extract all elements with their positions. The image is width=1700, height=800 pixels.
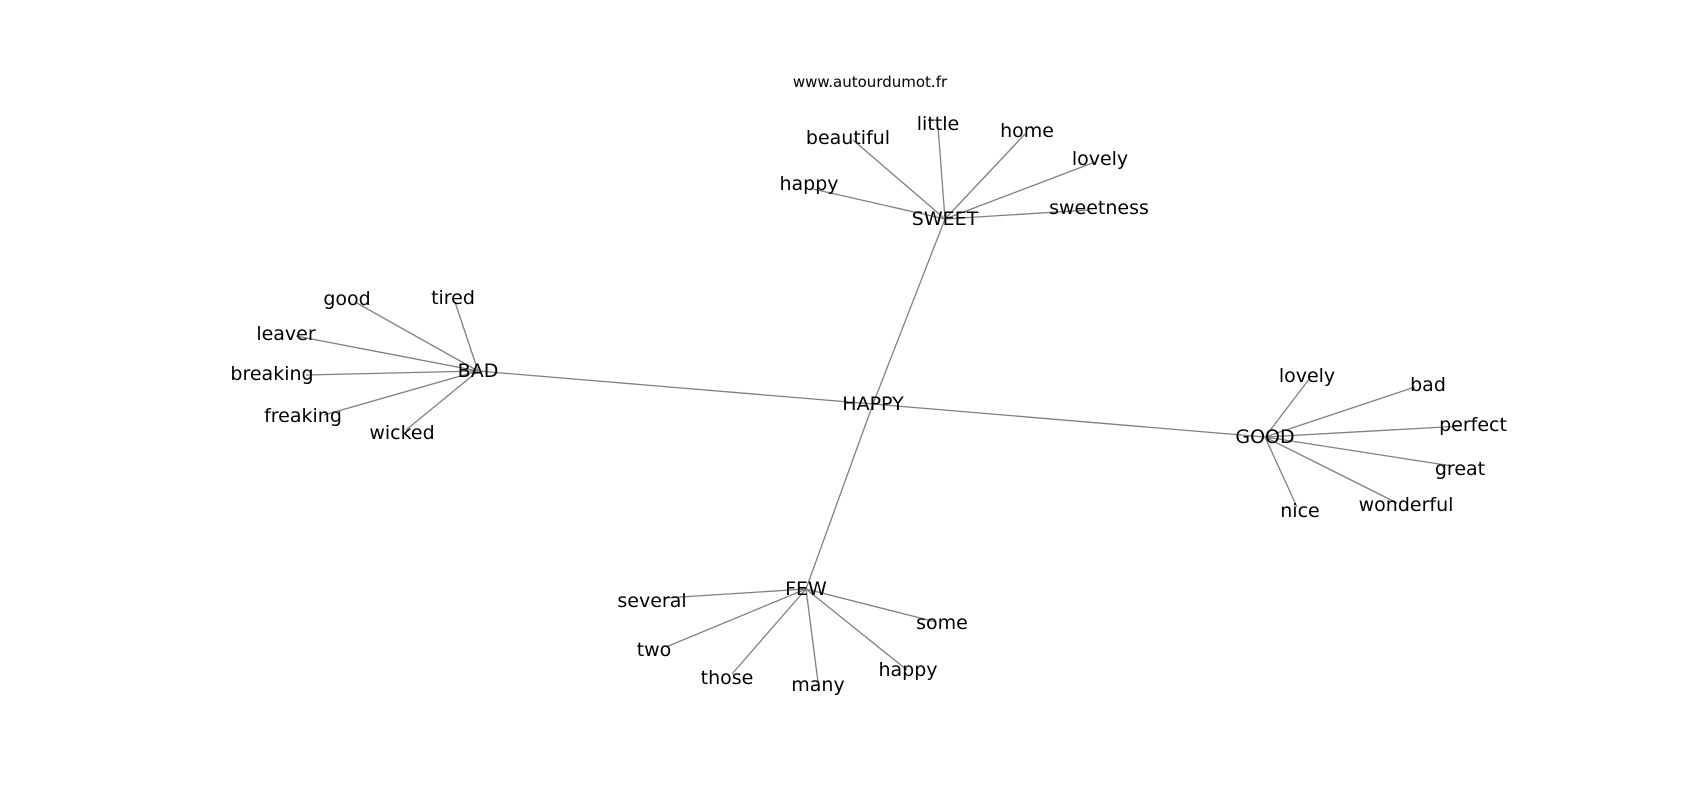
node-bad-freaking[interactable]: freaking: [264, 405, 342, 427]
node-good-nice[interactable]: nice: [1280, 500, 1319, 522]
node-bad-breaking[interactable]: breaking: [230, 363, 313, 385]
node-hub-bad[interactable]: BAD: [458, 360, 499, 382]
node-bad-good[interactable]: good: [323, 288, 370, 310]
node-bad-leaver[interactable]: leaver: [256, 323, 316, 345]
edge-good-nice: [1264, 436, 1298, 508]
edge-sweet-lovely: [944, 161, 1096, 220]
edge-few-some: [805, 588, 937, 623]
edge-good-lovely: [1264, 377, 1311, 438]
node-good-perfect[interactable]: perfect: [1439, 414, 1507, 436]
edge-sweet-beautiful: [852, 139, 946, 220]
edge-sweet-little: [937, 125, 946, 220]
node-few-two[interactable]: two: [637, 639, 672, 661]
edge-sweet-sweetness: [944, 209, 1090, 220]
edge-few-happy: [805, 588, 908, 671]
node-sweet-sweetness[interactable]: sweetness: [1049, 197, 1149, 219]
edge-good-wonderful: [1264, 436, 1398, 504]
node-sweet-happy[interactable]: happy: [779, 173, 838, 195]
node-bad-tired[interactable]: tired: [431, 287, 475, 309]
edge-good-great: [1264, 436, 1453, 467]
edge-good-perfect: [1264, 425, 1463, 438]
edge-bad-tired: [454, 301, 479, 372]
node-good-wonderful[interactable]: wonderful: [1359, 494, 1454, 516]
edge-bad-wicked: [405, 370, 479, 431]
edge-happy-bad: [477, 370, 874, 405]
edge-happy-few: [805, 403, 874, 590]
edge-happy-sweet: [872, 218, 946, 405]
node-few-some[interactable]: some: [916, 612, 968, 634]
edge-few-several: [664, 588, 807, 599]
node-sweet-little[interactable]: little: [917, 113, 959, 135]
edge-few-those: [731, 588, 807, 675]
node-hub-few[interactable]: FEW: [785, 578, 827, 600]
edge-sweet-home: [944, 133, 1026, 220]
node-good-bad[interactable]: bad: [1410, 374, 1446, 396]
node-few-those[interactable]: those: [701, 667, 754, 689]
graph-labels: www.autourdumot.fr HAPPY SWEET beautiful li…: [230, 73, 1507, 696]
edge-sweet-happy: [812, 188, 946, 220]
node-hub-sweet[interactable]: SWEET: [912, 208, 979, 230]
edge-bad-breaking: [305, 370, 479, 376]
node-good-lovely[interactable]: lovely: [1279, 365, 1335, 387]
node-sweet-beautiful[interactable]: beautiful: [806, 127, 890, 149]
node-few-many[interactable]: many: [791, 674, 844, 696]
node-sweet-home[interactable]: home: [1000, 120, 1054, 142]
node-bad-wicked[interactable]: wicked: [369, 422, 434, 444]
edge-few-two: [665, 588, 807, 648]
node-sweet-lovely[interactable]: lovely: [1072, 148, 1128, 170]
node-few-happy[interactable]: happy: [878, 659, 937, 681]
edge-few-many: [805, 588, 819, 683]
node-hub-good[interactable]: GOOD: [1235, 426, 1294, 448]
edge-bad-leaver: [295, 335, 479, 372]
edge-bad-freaking: [323, 370, 479, 416]
edge-good-bad: [1264, 386, 1416, 438]
node-center-happy[interactable]: HAPPY: [842, 393, 904, 415]
edge-happy-good: [872, 403, 1266, 438]
edge-bad-good: [354, 301, 479, 372]
node-few-several[interactable]: several: [617, 590, 686, 612]
node-good-great[interactable]: great: [1435, 458, 1485, 480]
credit-text[interactable]: www.autourdumot.fr: [793, 73, 948, 91]
graph-edges: [295, 125, 1463, 683]
